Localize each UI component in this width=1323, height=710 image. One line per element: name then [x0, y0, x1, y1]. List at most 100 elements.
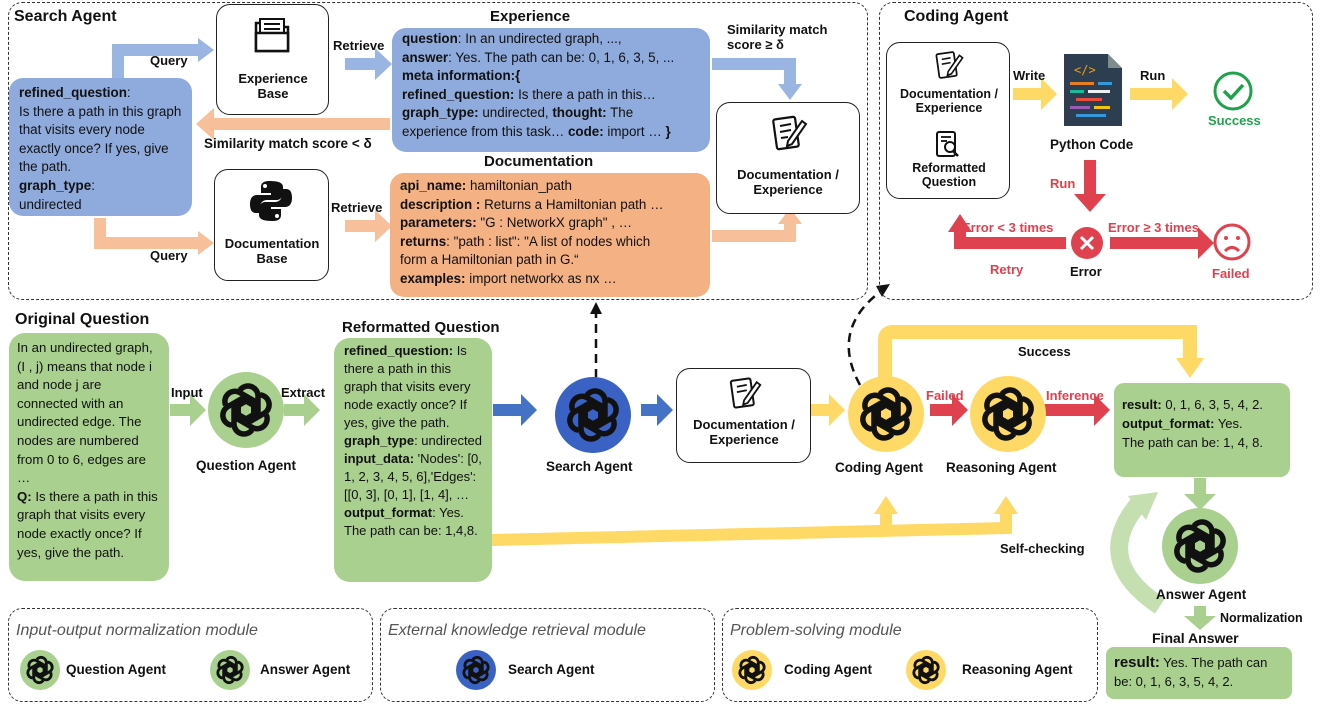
similarity-low-label: Similarity match score < δ	[204, 136, 372, 151]
retrieve-arrow-blue	[345, 48, 392, 80]
failed-arrow	[930, 394, 968, 426]
write-arrow	[1013, 78, 1057, 110]
document-pen-icon-3	[727, 375, 763, 411]
legend-io-module	[8, 608, 373, 702]
self-checking-label: Self-checking	[1000, 541, 1085, 556]
input-arrow	[170, 394, 206, 426]
docexp-to-coding-arrow	[811, 394, 845, 426]
inference-label: Inference	[1046, 388, 1104, 403]
retry-label: Retry	[990, 262, 1024, 277]
sad-face-icon	[1212, 222, 1252, 262]
python-code-label: Python Code	[1050, 137, 1134, 152]
document-pen-icon-2	[933, 49, 965, 81]
documentation-base-label: Documentation Base	[224, 236, 320, 266]
coding-agent-label: Coding Agent	[835, 460, 923, 475]
normalization-label: Normalization	[1220, 611, 1303, 625]
error-ge-label: Error ≥ 3 times	[1108, 220, 1199, 235]
success-arrow	[878, 325, 1204, 378]
input-label: Input	[171, 385, 203, 400]
doc-to-docexp-arrow	[712, 208, 802, 242]
retrieve-label-1: Retrieve	[333, 38, 385, 53]
run-error-arrow	[1074, 160, 1106, 212]
query-label-2: Query	[150, 248, 188, 263]
error-label: Error	[1070, 264, 1102, 279]
error-failed-arrow	[1110, 227, 1214, 259]
search-docexp-label: Documentation / Experience	[737, 167, 839, 197]
result-to-answer-arrow	[1184, 478, 1216, 510]
answer-agent-icon	[1162, 508, 1238, 584]
reformatted-question-box: refined_question: Is there a path in thi…	[334, 338, 492, 582]
original-question-box: In an undirected graph, (I , j) means th…	[9, 333, 169, 581]
query-arrow-orange	[94, 218, 214, 255]
documentation-base-box: Documentation Base	[214, 169, 329, 281]
legend-solving-module	[722, 608, 1098, 702]
similarity-high-arrow	[712, 58, 802, 100]
retrieve-label-2: Retrieve	[331, 200, 383, 215]
run-label-2: Run	[1050, 176, 1076, 191]
result-box: result: 0, 1, 6, 3, 5, 4, 2. output_form…	[1114, 383, 1290, 477]
legend-io-title: Input-output normalization module	[16, 622, 258, 639]
documentation-box: api_name: hamiltonian_path description :…	[390, 173, 710, 297]
reformatted-question-title: Reformatted Question	[342, 319, 500, 336]
success-check-icon	[1212, 70, 1254, 112]
dashed-arrow-up	[590, 302, 602, 378]
search-to-docexp-arrow	[641, 394, 673, 426]
run-success-arrow	[1130, 78, 1188, 110]
experience-box: question: In an undirected graph, ..., a…	[392, 28, 710, 152]
answer-agent-label: Answer Agent	[1156, 587, 1247, 602]
python-code-icon: </>	[1058, 50, 1128, 130]
write-label: Write	[1013, 68, 1046, 83]
legend-answer-agent-icon	[210, 650, 250, 690]
question-agent-icon	[208, 372, 284, 448]
experience-heading: Experience	[490, 8, 571, 25]
legend-reasoning-agent-label: Reasoning Agent	[962, 662, 1073, 677]
success-flow-label: Success	[1018, 344, 1071, 359]
error-lt-label: Error < 3 times	[962, 220, 1054, 235]
to-search-arrow	[493, 394, 537, 426]
search-agent-section	[8, 2, 868, 300]
failed-flow-label: Failed	[926, 388, 964, 403]
original-question-title: Original Question	[15, 311, 150, 328]
query-arrow-blue	[112, 38, 214, 78]
document-search-icon	[933, 129, 963, 159]
flow-docexp-label: Documentation / Experience	[693, 417, 795, 447]
legend-question-agent-icon	[20, 650, 60, 690]
retrieve-arrow-orange	[345, 210, 392, 242]
legend-retrieval-module	[380, 608, 715, 702]
retry-arrow	[948, 214, 1066, 249]
reasoning-agent-label: Reasoning Agent	[946, 460, 1057, 475]
coding-section-title: Coding Agent	[904, 8, 1009, 25]
legend-solving-title: Problem-solving module	[730, 622, 902, 639]
question-agent-label: Question Agent	[196, 458, 296, 473]
extract-arrow	[284, 394, 320, 426]
similarity-low-arrow	[196, 108, 390, 140]
final-answer-label: Final Answer	[1152, 630, 1239, 646]
extract-label: Extract	[281, 385, 326, 400]
legend-question-agent-label: Question Agent	[66, 662, 166, 677]
search-section-title: Search Agent	[14, 8, 117, 25]
coding-input-box: Documentation / Experience Reformatted Q…	[886, 42, 1010, 199]
legend-coding-agent-label: Coding Agent	[784, 662, 872, 677]
refined-question-box: refined_question: Is there a path in thi…	[9, 78, 192, 216]
coding-docexp-label: Documentation / Experience	[900, 87, 998, 115]
experience-base-box: Experience Base	[216, 4, 329, 115]
documentation-heading: Documentation	[484, 153, 594, 170]
reasoning-agent-icon	[970, 376, 1046, 452]
coding-agent-icon	[848, 376, 924, 452]
final-answer-box: result: Yes. The path can be: 0, 1, 6, 3…	[1106, 647, 1292, 699]
normalization-arrow	[1184, 606, 1216, 630]
inference-arrow	[1044, 394, 1110, 426]
search-docexp-box: Documentation / Experience	[716, 102, 860, 214]
experience-base-label: Experience Base	[238, 71, 308, 101]
error-x-icon	[1070, 226, 1104, 260]
query-label-1: Query	[150, 53, 188, 68]
document-pen-icon	[769, 113, 809, 153]
success-label: Success	[1208, 113, 1261, 128]
flow-docexp-box: Documentation / Experience	[676, 368, 811, 463]
legend-answer-agent-label: Answer Agent	[260, 662, 351, 677]
failed-label: Failed	[1212, 266, 1250, 281]
input-data-arrow	[491, 496, 1018, 546]
search-agent-label: Search Agent	[546, 459, 633, 474]
